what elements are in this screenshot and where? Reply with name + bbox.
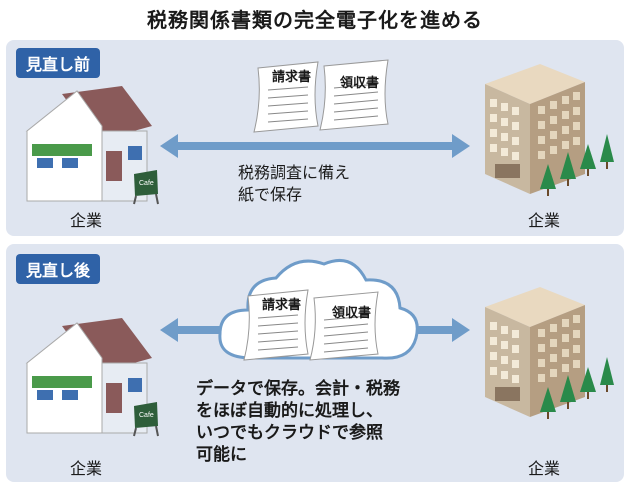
caption-after-line1: データで保存。会計・税務: [196, 379, 400, 399]
caption-before-line2: 紙で保存: [238, 185, 303, 204]
company-label-after-left: 企業: [70, 459, 103, 478]
shop-illustration-after: Cafe: [25, 318, 159, 437]
company-label-before-left: 企業: [70, 211, 103, 230]
caption-after-line4: 可能に: [196, 445, 247, 465]
cafe-sign-text: Cafe: [139, 180, 154, 187]
caption-after-line2: をほぼ自動的に処理し、: [196, 401, 383, 421]
badge-before: 見直し前: [16, 48, 101, 78]
office-building-after: [485, 287, 614, 419]
caption-after: データで保存。会計・税務 をほぼ自動的に処理し、 いつでもクラウドで参照 可能に: [196, 378, 400, 466]
doc-invoice-before: 請求書: [272, 70, 312, 85]
caption-before-line1: 税務調査に備え: [238, 163, 351, 182]
arrow-right-after: [406, 318, 470, 342]
company-label-after-right: 企業: [528, 459, 561, 478]
office-building-before: [485, 64, 614, 196]
digital-documents-after: [243, 289, 379, 361]
doc-invoice-after: 請求書: [262, 298, 302, 313]
shop-illustration-before: Cafe: [25, 86, 159, 205]
cafe-sign-text-after: Cafe: [139, 412, 154, 419]
doc-receipt-before: 領収書: [340, 76, 380, 91]
paper-documents-before: [253, 59, 389, 133]
caption-after-line3: いつでもクラウドで参照: [196, 423, 383, 443]
company-label-before-right: 企業: [528, 211, 561, 230]
page-title: 税務関係書類の完全電子化を進める: [147, 8, 483, 32]
arrow-left-after: [160, 318, 232, 342]
caption-before: 税務調査に備え 紙で保存: [238, 162, 350, 206]
badge-after: 見直し後: [16, 254, 101, 284]
doc-receipt-after: 領収書: [332, 306, 372, 321]
double-arrow-before: [160, 134, 470, 158]
